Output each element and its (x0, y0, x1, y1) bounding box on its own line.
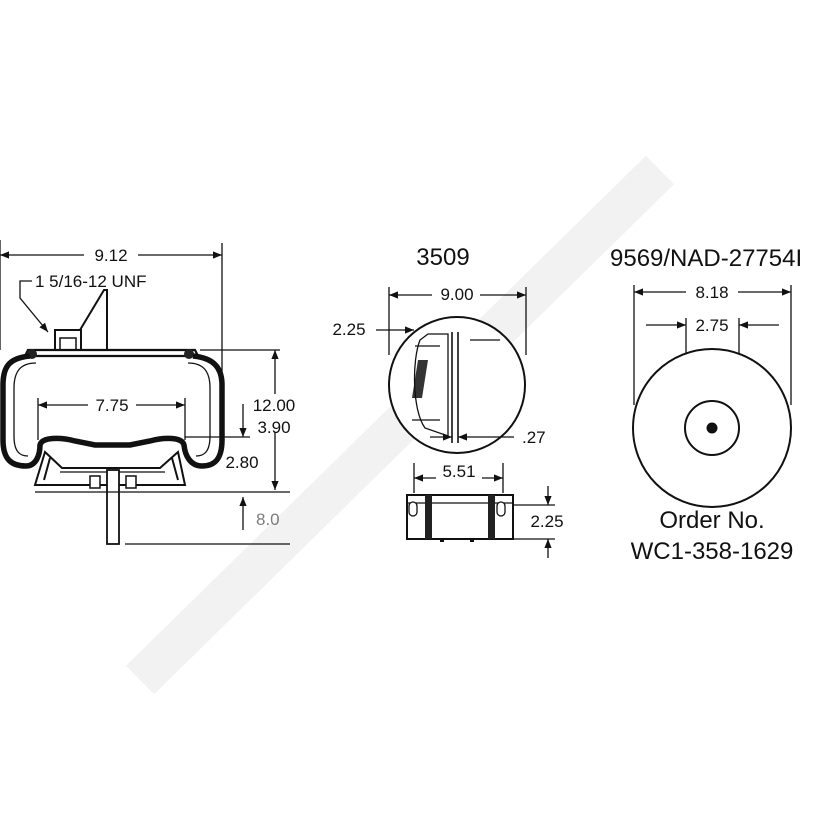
side-view: 9.12 1 5/16-12 UNF 7.75 (0, 240, 300, 545)
piston-part-number: 3509 (416, 244, 469, 271)
piston-width-label: 7.75 (95, 396, 128, 415)
piston-outline (388, 316, 526, 454)
plate-view: 9569/NAD-27754I 8.18 2.75 Order No. WC1-… (610, 245, 802, 565)
bellows-outer (0, 353, 225, 469)
height-label: 12.00 (253, 396, 296, 415)
bottom-width-label: 5.51 (442, 462, 475, 481)
plate-part-number: 9569/NAD-27754I (610, 245, 802, 272)
center-spacing-label: 2.75 (695, 316, 728, 335)
top-plate (23, 348, 200, 358)
watermark-band (125, 155, 675, 695)
piston-view: 3509 9.00 2.25 .27 5.51 (332, 244, 564, 558)
piston-height-label: 3.90 (257, 418, 290, 437)
order-number: WC1-358-1629 (631, 538, 794, 565)
piston-base (33, 450, 187, 486)
mount-height-label: 2.80 (225, 453, 258, 472)
mount-bracket (79, 289, 108, 351)
piston-offset-label: 2.25 (332, 320, 365, 339)
flange-thickness-label: .27 (522, 428, 546, 447)
bottom-mount (406, 494, 514, 540)
partial-label: 8.0 (256, 510, 280, 529)
piston-diameter-label: 9.00 (440, 285, 473, 304)
order-label: Order No. (659, 507, 764, 534)
bottom-stud (106, 469, 120, 545)
center-hole (706, 422, 718, 434)
thread-label: 1 5/16-12 UNF (35, 272, 147, 291)
bottom-height-label: 2.25 (530, 512, 563, 531)
overall-width-label: 9.12 (94, 246, 127, 265)
plate-diameter-label: 8.18 (695, 283, 728, 302)
